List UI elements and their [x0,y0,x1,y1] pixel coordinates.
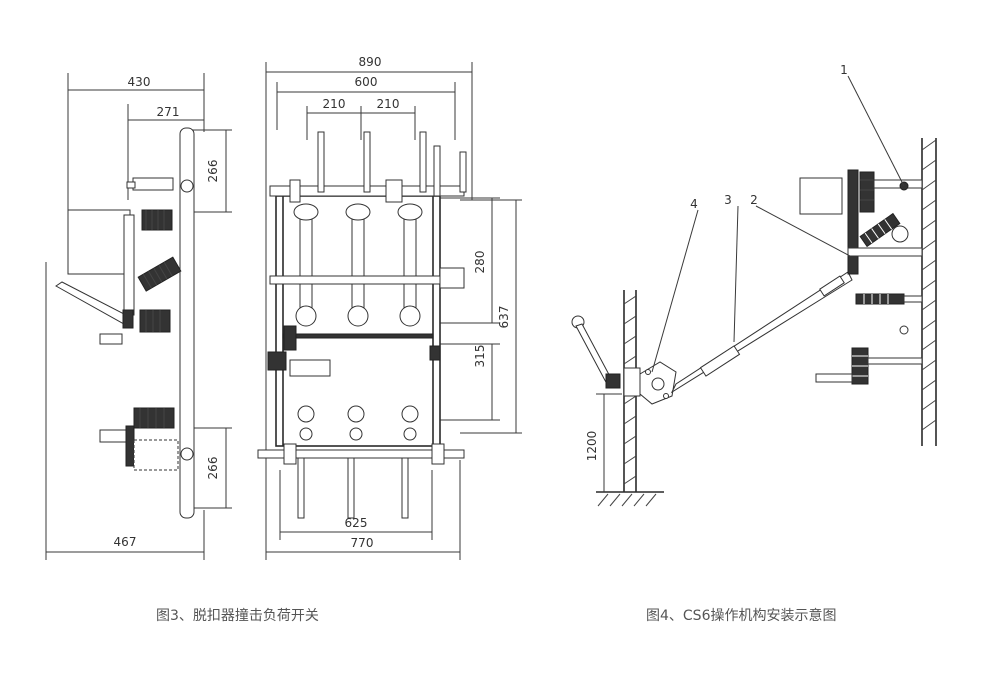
dim-890: 890 [359,55,382,69]
dim-637: 637 [497,306,511,329]
figure3-caption: 图3、脱扣器撞击负荷开关 [156,608,319,624]
dim-430: 430 [128,75,151,89]
dim-315: 315 [473,345,487,368]
dim-210-left: 210 [323,97,346,111]
dim-210-right: 210 [377,97,400,111]
dim-600: 600 [355,75,378,89]
label-1: 1 [840,63,848,77]
fig3-side-view: 430 271 266 266 467 [45,73,232,560]
dim-625: 625 [345,516,368,530]
fig3-front-view: 890 600 210 210 280 637 315 625 [257,55,522,560]
dim-770: 770 [351,536,374,550]
label-2: 2 [750,193,758,207]
dim-280: 280 [473,251,487,274]
figure4-caption: 图4、CS6操作机构安装示意图 [646,607,836,624]
dim-271: 271 [157,105,180,119]
dim-467: 467 [114,535,137,549]
dim-266-lower: 266 [206,457,220,480]
label-4: 4 [690,197,698,211]
dim-266-upper: 266 [206,160,220,183]
dim-1200: 1200 [585,431,599,462]
fig4-installation-view: 1200 [571,63,937,507]
label-3: 3 [724,193,732,207]
